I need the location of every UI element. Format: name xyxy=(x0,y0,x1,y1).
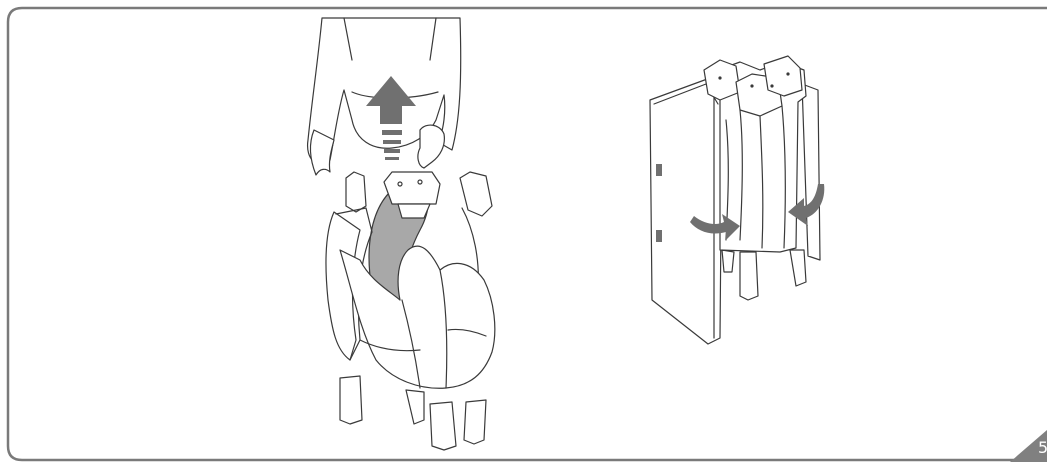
lift-center-illustration xyxy=(306,17,496,451)
page-corner-tab xyxy=(1010,430,1047,462)
curved-arrow-icon xyxy=(690,184,825,240)
slide-into-bag-illustration xyxy=(649,55,825,345)
page-number: 5 xyxy=(1038,438,1047,457)
arrow-up-icon xyxy=(366,76,416,160)
